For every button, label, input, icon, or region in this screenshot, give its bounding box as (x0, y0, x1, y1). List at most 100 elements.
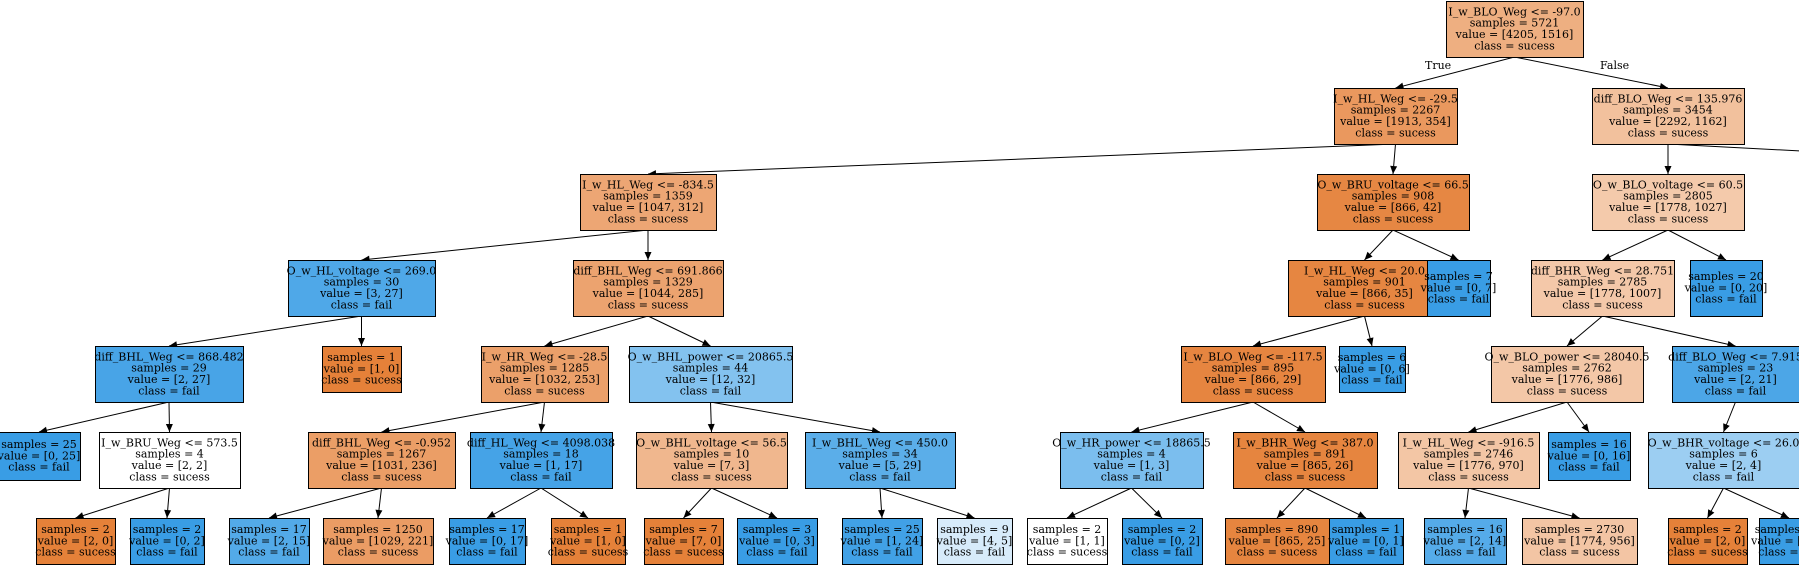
tree-edge (1131, 401, 1254, 433)
node-value: value = [0, 20] (1684, 281, 1768, 294)
node-box (36, 518, 116, 565)
tree-edge (1602, 229, 1669, 261)
node-box (580, 174, 717, 231)
node-class: class = fail (1558, 461, 1620, 474)
node-samples: samples = 2805 (1623, 190, 1713, 203)
edge-arrowhead (538, 423, 546, 432)
false-branch-label: False (1600, 59, 1629, 72)
node-samples: samples = 1 (554, 523, 623, 536)
node-condition: diff_BHL_Weg <= -0.952 (312, 436, 451, 449)
edge-arrowhead (644, 252, 652, 260)
node-samples: samples = 2762 (1522, 362, 1612, 375)
edges-layer (38, 56, 1799, 520)
node-box (551, 518, 626, 565)
node-class: class = fail (1695, 293, 1757, 306)
node-samples: samples = 5721 (1470, 17, 1560, 30)
node-samples: samples = 1250 (333, 523, 423, 536)
node-class: class = sucess (608, 212, 689, 225)
node-value: value = [4205, 1516] (1455, 28, 1574, 41)
tree-edge (486, 487, 542, 519)
edge-arrowhead (683, 509, 692, 518)
node-value: value = [0, 4] (1750, 534, 1799, 547)
node-box (308, 432, 456, 489)
edge-arrowhead (1364, 251, 1373, 260)
node-box (1398, 432, 1540, 489)
node-value: value = [1047, 312] (592, 201, 704, 214)
node-value: value = [4, 5] (936, 534, 1013, 547)
node-box (229, 518, 310, 565)
node-value: value = [1, 0] (549, 534, 626, 547)
node-samples: samples = 16 (1551, 438, 1627, 451)
node-box (99, 432, 241, 489)
node-value: value = [1031, 236] (325, 459, 437, 472)
node-samples: samples = 16 (1427, 523, 1503, 536)
node-samples: samples = 2267 (1351, 104, 1441, 117)
edge-arrowhead (1395, 82, 1405, 90)
node-value: value = [866, 42] (1344, 201, 1442, 214)
node-condition: I_w_HL_Weg <= -834.5 (582, 178, 714, 191)
edge-arrowhead (1449, 253, 1459, 260)
node-box (470, 432, 613, 489)
node-condition: O_w_HL_voltage <= 269.0 (287, 264, 437, 277)
node-samples: samples = 4 (1755, 523, 1799, 536)
tree-edge (381, 401, 545, 433)
node-value: value = [2, 21] (1693, 373, 1777, 386)
node-samples: samples = 890 (1236, 523, 1319, 536)
node-class: class = fail (1428, 293, 1490, 306)
node-condition: I_w_HL_Weg <= -29.5 (1333, 92, 1458, 105)
edge-arrowhead (1602, 253, 1612, 260)
node-class: class = fail (1434, 546, 1496, 559)
tree-edge (1468, 487, 1580, 519)
edge-arrowhead (1664, 166, 1672, 174)
node-condition: I_w_HL_Weg <= 20.0 (1304, 264, 1425, 277)
node-box (1225, 518, 1330, 565)
node-class: class = sucess (1353, 212, 1434, 225)
node-value: value = [0, 3] (738, 534, 815, 547)
node-box (288, 260, 436, 317)
edge-arrowhead (1717, 253, 1726, 260)
node-class: class = sucess (129, 470, 210, 483)
node-condition: O_w_BHR_voltage <= 26.0 (1648, 436, 1799, 449)
tree-edge (1252, 401, 1306, 433)
node-samples: samples = 2 (1033, 523, 1102, 536)
node-condition: diff_BHL_Weg <= 868.482 (94, 350, 243, 363)
node-samples: samples = 25 (1, 438, 77, 451)
node-condition: diff_BLO_Weg <= 135.976 (1594, 92, 1743, 105)
node-class: class = fail (456, 546, 518, 559)
node-class: class = sucess (338, 546, 419, 559)
node-box (1690, 260, 1763, 317)
node-value: value = [866, 35] (1315, 287, 1413, 300)
node-box (0, 432, 81, 481)
node-value: value = [1, 24] (840, 534, 924, 547)
edge-arrowhead (1357, 511, 1366, 518)
node-class: class = fail (1131, 546, 1193, 559)
node-value: value = [0, 2] (1123, 534, 1200, 547)
node-class: class = sucess (1539, 546, 1620, 559)
node-box (322, 346, 402, 393)
node-value: value = [1778, 1027] (1608, 201, 1727, 214)
node-class: class = sucess (321, 374, 402, 387)
node-class: class = fail (1758, 546, 1799, 559)
node-class: class = sucess (35, 546, 116, 559)
node-value: value = [3, 27] (319, 287, 403, 300)
node-class: class = sucess (1324, 298, 1405, 311)
